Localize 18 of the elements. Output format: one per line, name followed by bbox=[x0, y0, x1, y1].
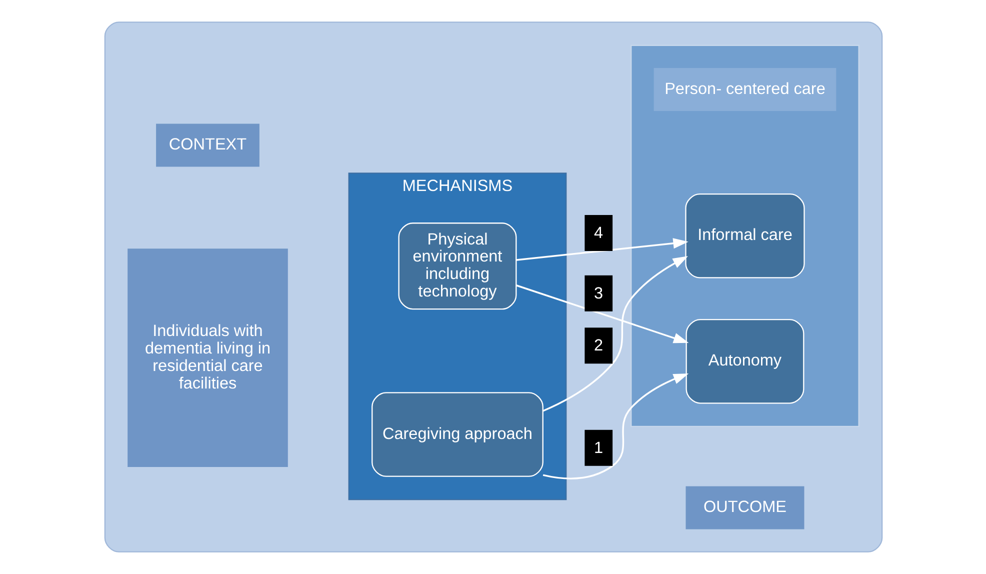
node-box: Individuals with dementia living in residential care facilities bbox=[127, 248, 288, 468]
arrow bbox=[542, 373, 688, 480]
node-box: Informal care bbox=[684, 193, 804, 278]
cluster bbox=[630, 44, 859, 427]
edge-label: 1 bbox=[593, 438, 603, 457]
node-box: Caregiving approach bbox=[371, 392, 543, 477]
edge-label: 2 bbox=[593, 336, 603, 355]
edge-label: 4 bbox=[593, 224, 603, 242]
node-box: Physical environment including technology bbox=[398, 222, 516, 310]
arrow bbox=[516, 238, 688, 261]
arrow bbox=[516, 284, 688, 344]
node-box: OUTCOME bbox=[685, 486, 804, 530]
node-box: CONTEXT bbox=[156, 124, 259, 167]
node-box: Autonomy bbox=[685, 318, 804, 404]
node-box: Person- centered care bbox=[653, 68, 836, 112]
edge-label: 3 bbox=[593, 284, 603, 302]
cluster bbox=[104, 22, 882, 552]
arrow bbox=[542, 256, 688, 412]
